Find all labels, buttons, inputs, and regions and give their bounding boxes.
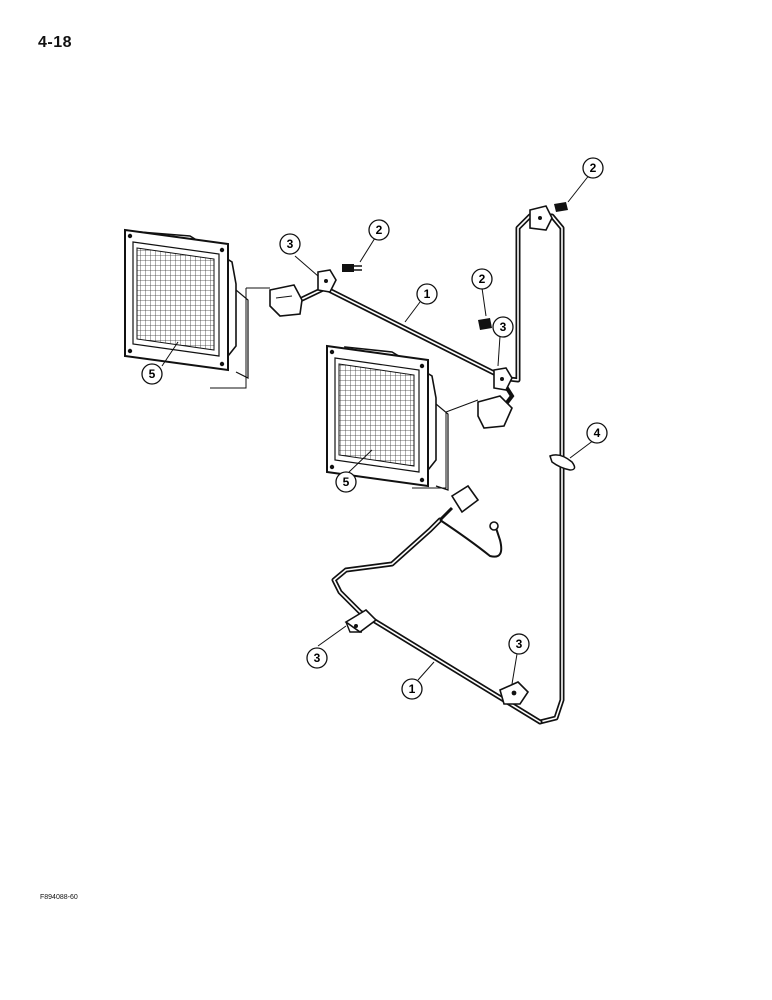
callout-label: 5: [149, 367, 156, 381]
clamp-lower-left: [344, 608, 378, 633]
clamp-upper-left: [317, 269, 337, 293]
callout-harness-upper: 1: [416, 283, 438, 305]
callout-label: 4: [594, 426, 601, 440]
callout-label: 5: [343, 475, 350, 489]
callout-label: 2: [590, 161, 597, 175]
work-lamp-right: [326, 344, 449, 491]
work-lamp-left: [124, 228, 249, 379]
callout-leaders: [161, 173, 595, 685]
harness-riser: [477, 213, 565, 725]
callout-clamp-middle: 3: [492, 316, 514, 338]
callout-label: 3: [287, 237, 294, 251]
callout-bolt-upper-left: 2: [368, 219, 390, 241]
callout-label: 3: [314, 651, 321, 665]
clamp-lower-right: [499, 681, 530, 705]
callout-clamp-lower-left: 3: [306, 647, 328, 669]
callout-bolt-top-right: 2: [582, 157, 604, 179]
callout-lamp-left: 5: [141, 363, 163, 385]
bolt-top-right: [554, 202, 568, 212]
harness-lower: [331, 484, 543, 725]
callout-bolt-middle: 2: [471, 268, 493, 290]
callout-lamp-right: 5: [335, 471, 357, 493]
callout-label: 3: [500, 320, 507, 334]
callout-label: 3: [516, 637, 523, 651]
callout-cable-tie: 4: [586, 422, 608, 444]
callout-harness-lower: 1: [401, 678, 423, 700]
figure-code: F894088-60: [40, 894, 78, 901]
clamp-middle: [493, 367, 513, 391]
bolt-upper-left: [342, 264, 362, 272]
clamp-top-right: [529, 205, 553, 231]
callout-clamp-upper-left: 3: [279, 233, 301, 255]
bolt-middle: [478, 318, 492, 330]
callout-label: 2: [479, 272, 486, 286]
callout-label: 1: [409, 682, 416, 696]
cable-tie: [549, 454, 576, 471]
callout-label: 1: [424, 287, 431, 301]
callout-label: 2: [376, 223, 383, 237]
page-number: 4-18: [38, 34, 73, 51]
callout-clamp-lower-right: 3: [508, 633, 530, 655]
